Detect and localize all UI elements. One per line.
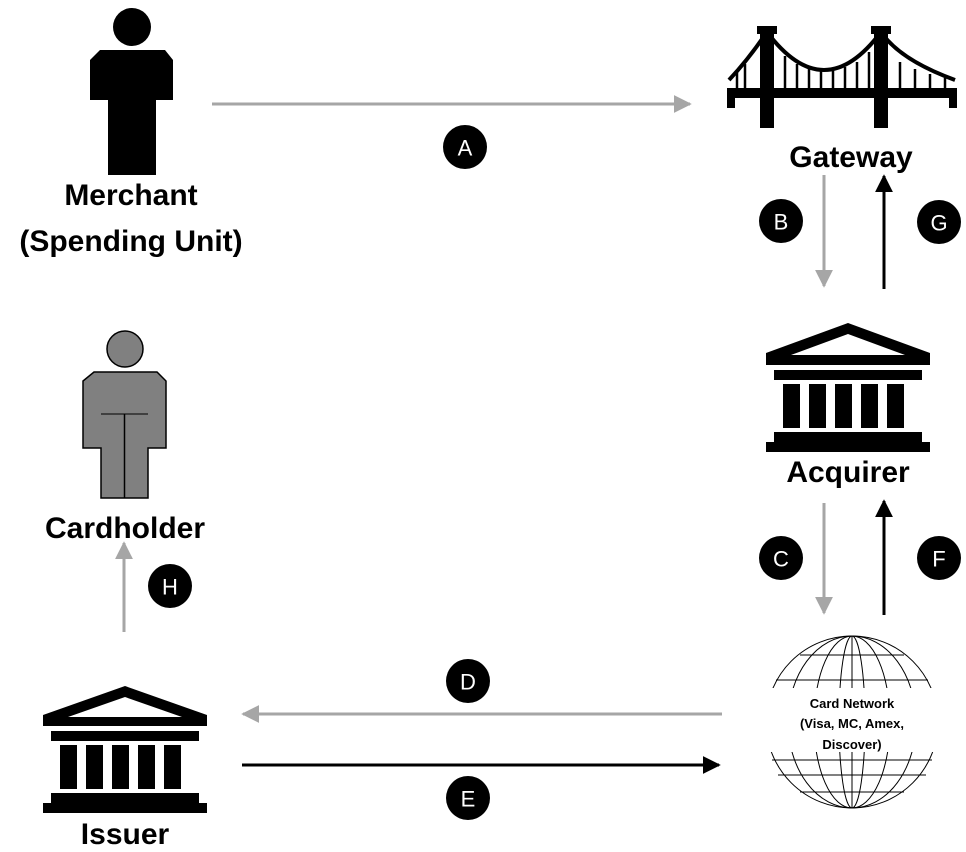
card-network-label: Card Network xyxy=(810,696,895,711)
svg-text:E: E xyxy=(461,787,476,812)
issuer-label: Issuer xyxy=(81,818,170,847)
svg-text:G: G xyxy=(930,211,947,236)
step-badge-a: A xyxy=(443,125,487,169)
merchant-person-icon xyxy=(90,8,173,175)
step-badge-g: G xyxy=(917,200,961,244)
issuer-bank-icon xyxy=(43,686,207,813)
card-network-members: (Visa, MC, Amex, xyxy=(800,716,904,731)
svg-text:B: B xyxy=(774,210,789,235)
svg-text:A: A xyxy=(458,136,473,161)
svg-text:H: H xyxy=(162,575,178,600)
step-badge-h: H xyxy=(148,564,192,608)
card-network-members-cont: Discover) xyxy=(822,737,881,752)
step-badge-e: E xyxy=(446,776,490,820)
step-badge-c: C xyxy=(759,536,803,580)
svg-text:D: D xyxy=(460,670,476,695)
svg-text:C: C xyxy=(773,547,789,572)
merchant-sublabel: (Spending Unit) xyxy=(19,225,242,258)
bridge-icon xyxy=(727,26,957,128)
merchant-label: Merchant xyxy=(64,179,197,212)
step-badge-f: F xyxy=(917,536,961,580)
acquirer-label: Acquirer xyxy=(786,456,910,489)
gateway-label: Gateway xyxy=(789,141,913,174)
globe-icon xyxy=(770,635,934,809)
acquirer-bank-icon xyxy=(766,323,930,452)
cardholder-label: Cardholder xyxy=(45,512,205,545)
cardholder-person-icon xyxy=(82,330,167,499)
step-badge-d: D xyxy=(446,659,490,703)
step-badge-b: B xyxy=(759,199,803,243)
svg-text:F: F xyxy=(932,547,945,572)
